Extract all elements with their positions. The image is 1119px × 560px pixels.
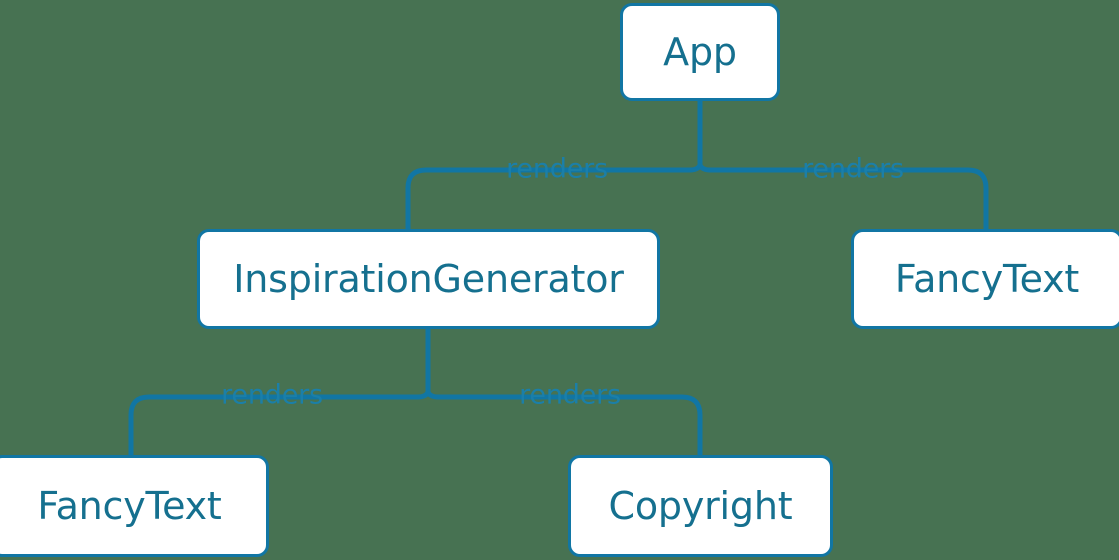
edge-label-app-to-inspirationgenerator: renders — [506, 153, 608, 185]
edge-label-app-to-fancytext-right: renders — [802, 153, 904, 185]
node-fancytext-left[interactable]: FancyText — [0, 455, 269, 557]
edge-inspirationgenerator-to-copyright — [425, 389, 703, 458]
edge-label-inspirationgenerator-to-copyright: renders — [519, 379, 621, 411]
edge-label-inspirationgenerator-to-fancytext-left: renders — [221, 379, 323, 411]
node-inspirationgenerator[interactable]: InspirationGenerator — [197, 229, 660, 329]
node-fancytext-right[interactable]: FancyText — [851, 229, 1119, 329]
edge-app-to-inspirationgenerator — [405, 162, 703, 232]
node-app[interactable]: App — [620, 3, 780, 101]
node-copyright[interactable]: Copyright — [568, 455, 833, 557]
edge-inspirationgenerator-to-fancytext-left — [128, 389, 431, 458]
edge-app-to-fancytext-right — [697, 162, 989, 232]
